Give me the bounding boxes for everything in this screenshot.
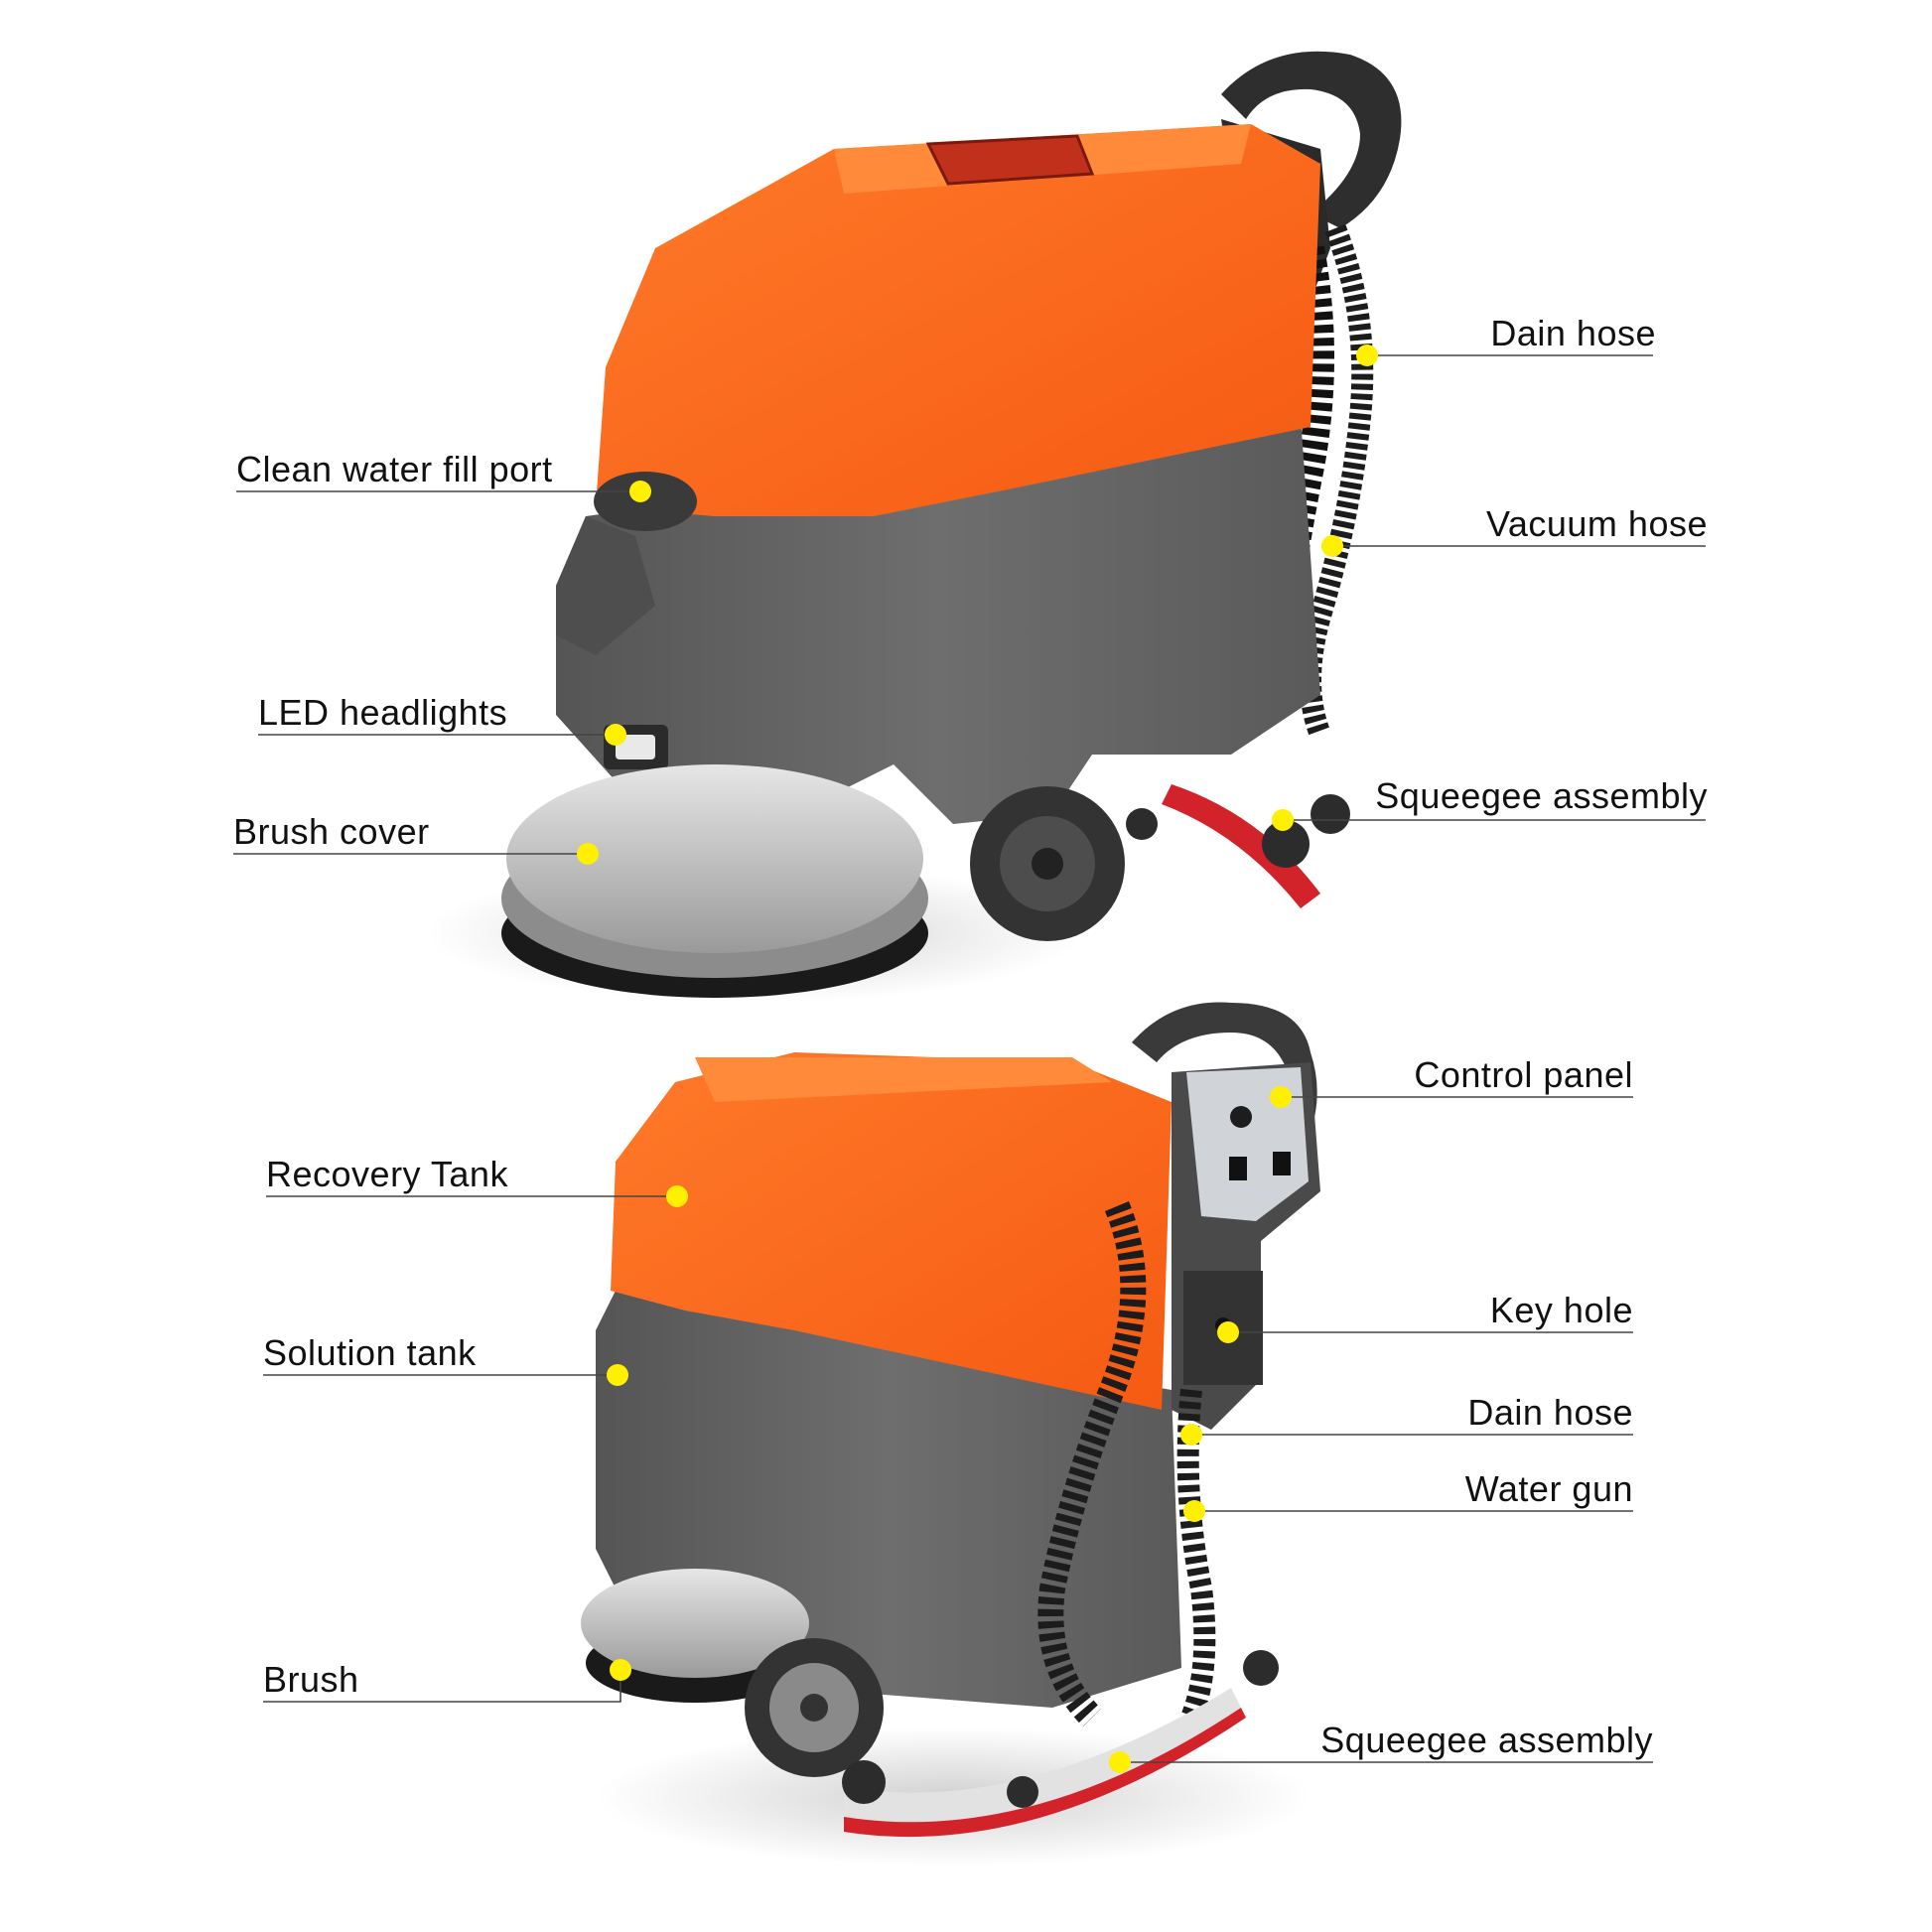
marker-vacuum-hose (1321, 535, 1343, 557)
label-squeegee-assembly-bottom: Squeegee assembly (1320, 1720, 1653, 1760)
marker-clean-water-fill-port (629, 481, 651, 502)
marker-drain-hose-bottom (1180, 1424, 1202, 1446)
recovery-tank-top (596, 124, 1320, 516)
marker-led-headlights (605, 724, 626, 746)
label-brush-cover: Brush cover (233, 811, 430, 852)
marker-water-gun (1183, 1500, 1205, 1522)
recovery-tank-bottom (611, 1052, 1172, 1410)
label-key-hole: Key hole (1489, 1290, 1633, 1330)
label-squeegee-assembly-top: Squeegee assembly (1375, 775, 1708, 816)
label-drain-hose-bottom: Dain hose (1467, 1392, 1633, 1433)
hose-coil-bottom (1037, 1201, 1147, 1727)
marker-squeegee-top (1272, 809, 1294, 831)
fill-port (594, 472, 697, 531)
brush-cover-disc (506, 764, 923, 953)
label-clean-water-fill-port: Clean water fill port (236, 449, 553, 489)
marker-dots (577, 345, 1378, 1773)
label-vacuum-hose: Vacuum hose (1486, 503, 1708, 544)
label-solution-tank: Solution tank (263, 1332, 477, 1373)
label-control-panel: Control panel (1414, 1054, 1633, 1095)
base-body-top (556, 417, 1320, 844)
marker-control-panel (1270, 1086, 1292, 1108)
handle-top (1221, 51, 1402, 228)
top-grille (925, 134, 1095, 186)
marker-solution-tank (607, 1364, 628, 1386)
label-brush: Brush (263, 1659, 359, 1700)
label-water-gun: Water gun (1464, 1468, 1633, 1509)
handle-bottom (1132, 1002, 1317, 1172)
squeegee-top (1162, 784, 1320, 908)
marker-squeegee-bottom (1109, 1751, 1131, 1773)
marker-drain-hose-top (1356, 345, 1378, 366)
label-led-headlights: LED headlights (258, 692, 508, 733)
marker-brush (610, 1659, 631, 1681)
top-scrubber (427, 51, 1402, 1003)
squeegee-bottom (844, 1688, 1241, 1823)
label-drain-hose-top: Dain hose (1490, 313, 1656, 353)
leader-lines (233, 354, 1706, 1763)
marker-brush-cover (577, 843, 599, 865)
marker-key-hole (1217, 1321, 1239, 1343)
marker-recovery-tank (666, 1185, 688, 1207)
label-recovery-tank: Recovery Tank (266, 1154, 508, 1194)
